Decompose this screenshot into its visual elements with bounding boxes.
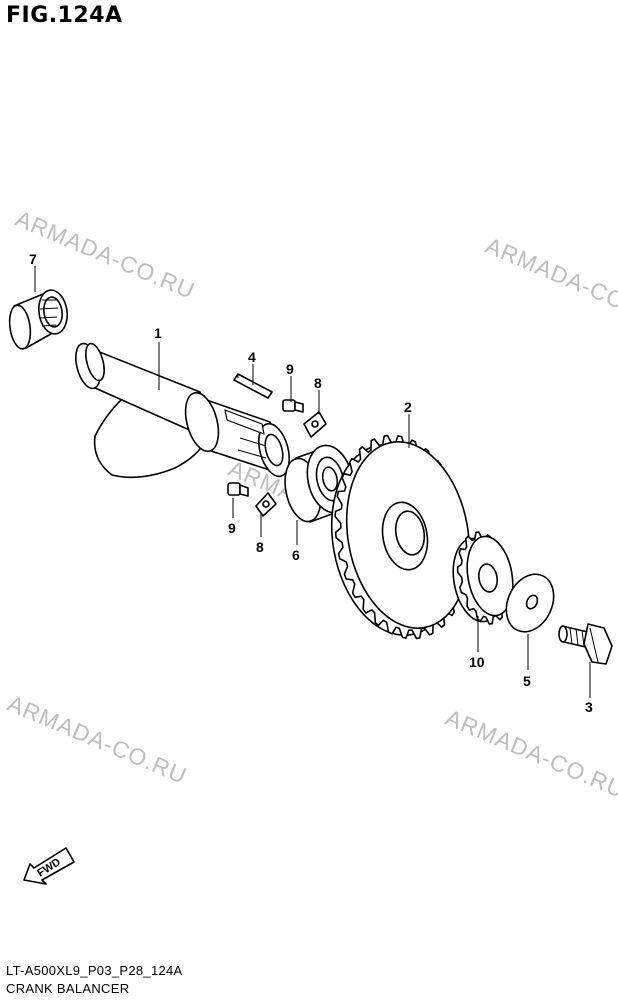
drive-gear-part-10[interactable] bbox=[447, 531, 519, 625]
key-part-4[interactable] bbox=[233, 373, 273, 399]
washer-part-5[interactable] bbox=[497, 567, 562, 640]
callout-1: 1 bbox=[154, 325, 162, 341]
callout-8-upper: 8 bbox=[314, 375, 322, 391]
washer-part-8-upper[interactable] bbox=[303, 411, 327, 438]
needle-bearing-part-7[interactable] bbox=[7, 288, 70, 350]
callout-9-upper: 9 bbox=[286, 361, 294, 377]
balancer-shaft-part-1[interactable] bbox=[71, 341, 294, 480]
callout-9-lower: 9 bbox=[228, 520, 236, 536]
callout-4: 4 bbox=[248, 349, 256, 365]
callout-7: 7 bbox=[29, 251, 37, 267]
fwd-arrow-icon bbox=[23, 847, 75, 885]
washer-part-8-lower[interactable] bbox=[255, 492, 277, 517]
figure-code: LT-A500XL9_P03_P28_124A bbox=[6, 963, 183, 978]
bolt-part-3[interactable] bbox=[558, 623, 613, 665]
leader-lines bbox=[34, 266, 591, 698]
callout-8-lower: 8 bbox=[256, 539, 264, 555]
callout-3: 3 bbox=[585, 699, 593, 715]
callout-2: 2 bbox=[404, 399, 412, 415]
callout-6: 6 bbox=[292, 547, 300, 563]
screw-part-9-lower[interactable] bbox=[227, 482, 249, 497]
callout-10: 10 bbox=[469, 654, 485, 670]
ball-bearing-part-6[interactable] bbox=[280, 441, 359, 525]
screw-part-9-upper[interactable] bbox=[282, 399, 304, 413]
balancer-gear-part-2[interactable] bbox=[317, 432, 483, 645]
figure-name: CRANK BALANCER bbox=[6, 981, 130, 996]
callout-5: 5 bbox=[523, 673, 531, 689]
figure-title: FIG.124A bbox=[6, 3, 123, 28]
